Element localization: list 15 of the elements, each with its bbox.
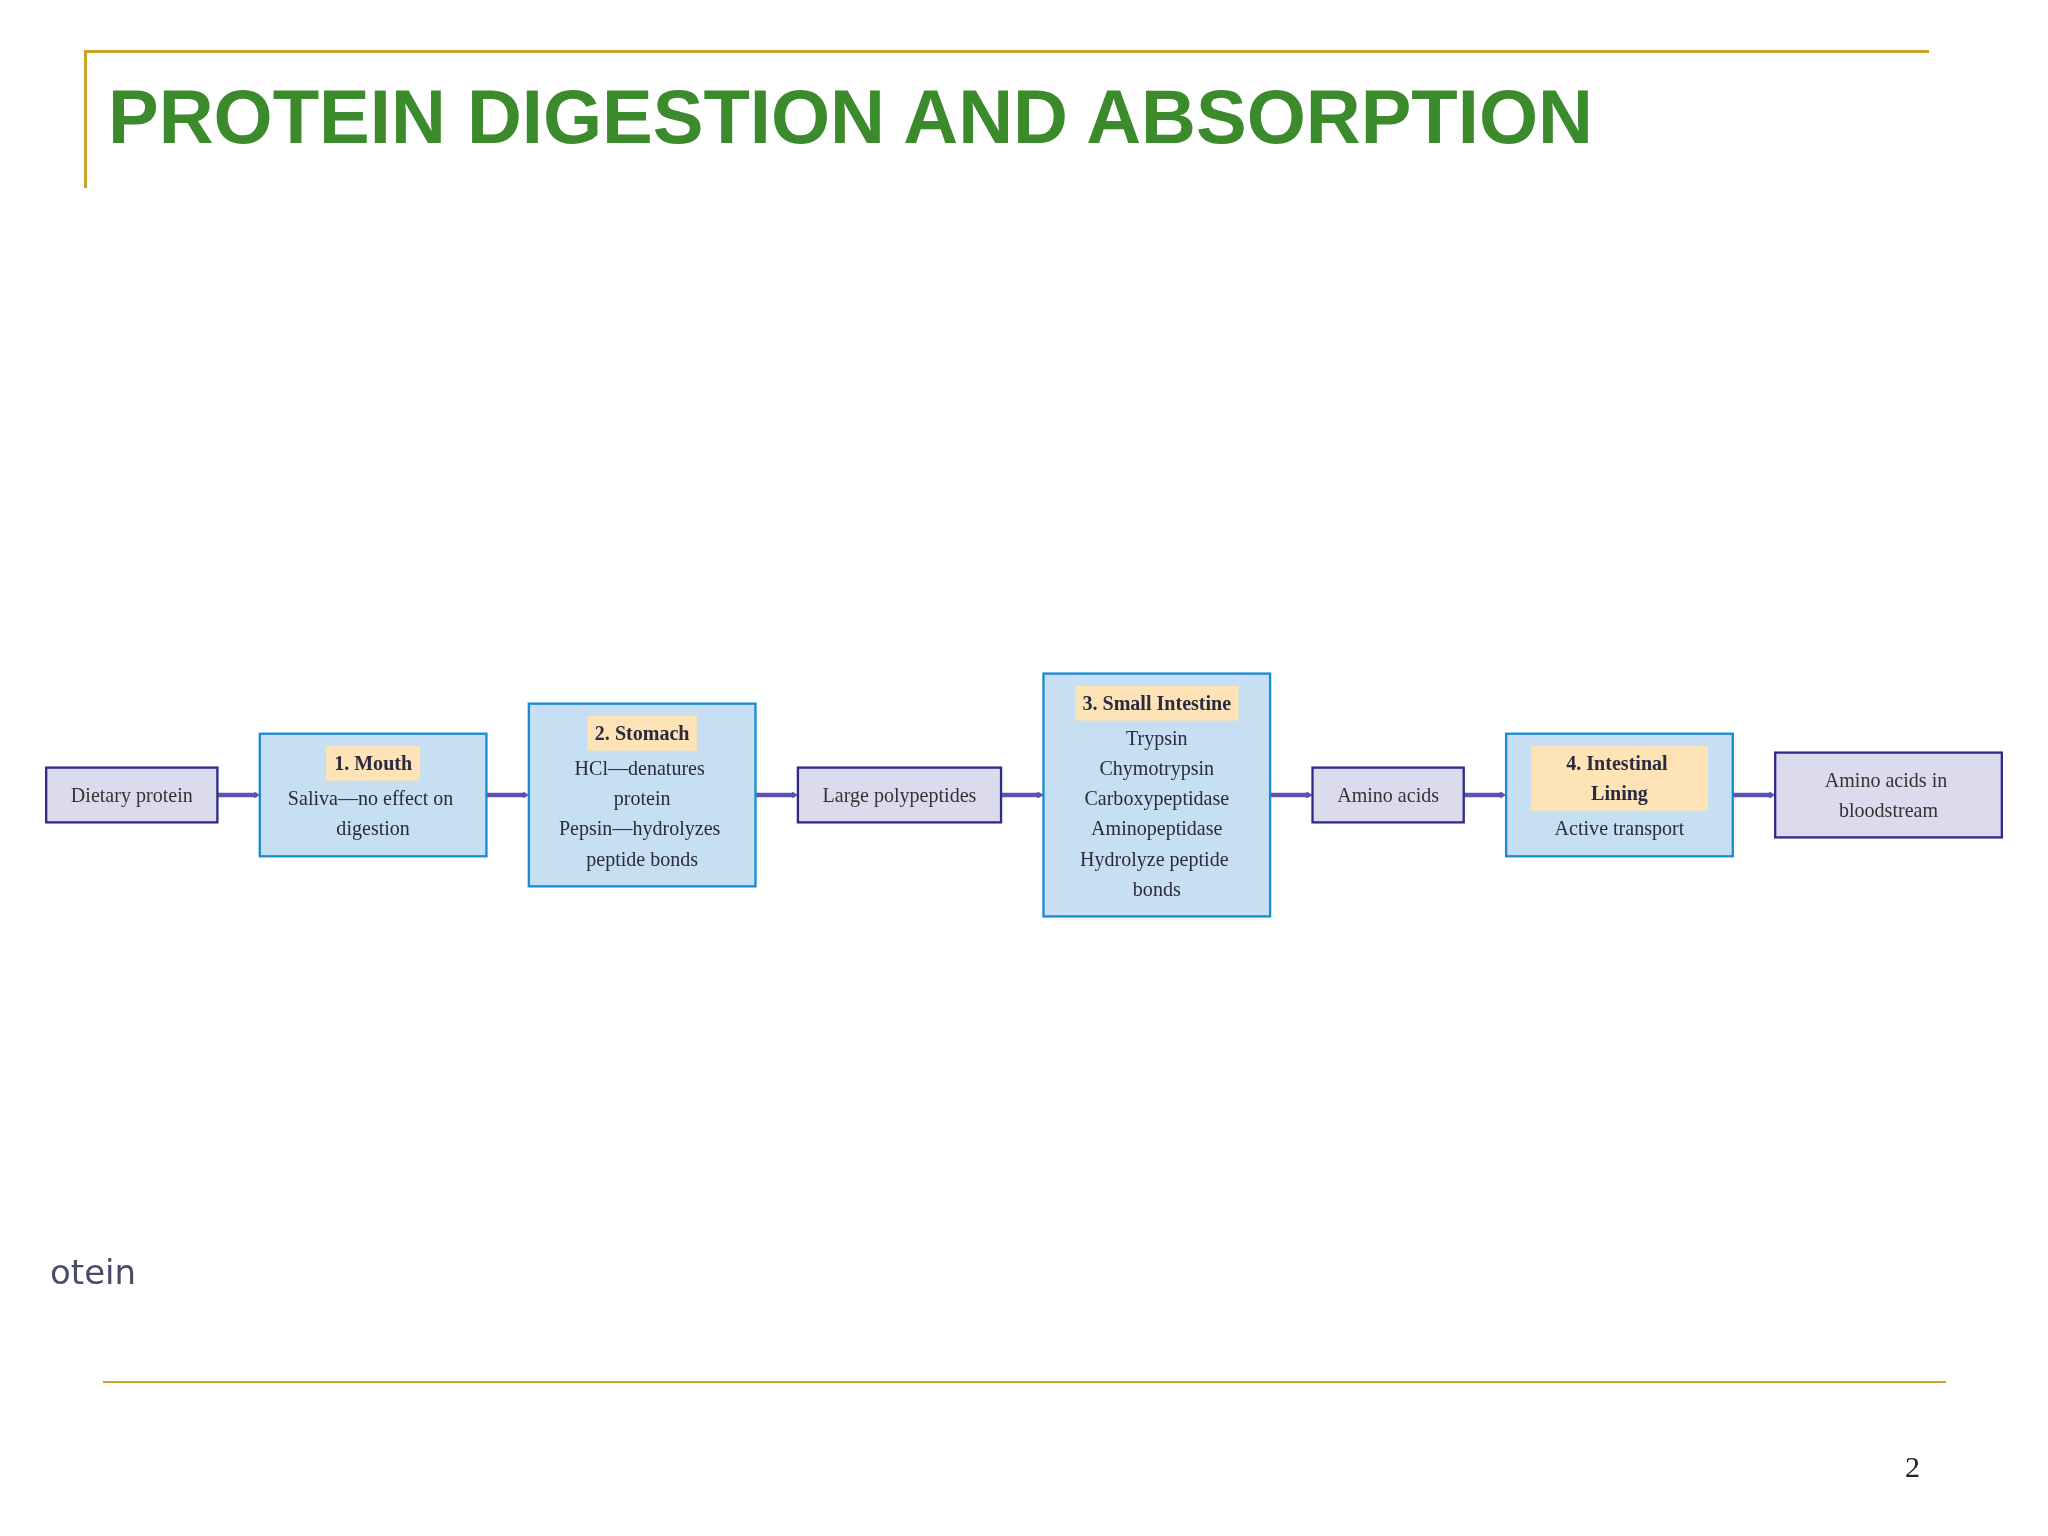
process-box: Dietary protein bbox=[45, 766, 219, 824]
stage-box: 4. Intestinal Lining Active transport bbox=[1504, 732, 1734, 858]
arrow bbox=[1732, 791, 1776, 799]
stage-box: 3. Small Intestine Trypsin Chymotrypsin Carboxypeptidase Aminopeptidase Hydrolyze peptide bonds bbox=[1042, 672, 1272, 918]
stage-box: 1. Mouth Saliva—no effect on digestion bbox=[258, 732, 488, 858]
page-number: 2 bbox=[1905, 1450, 1920, 1484]
slide-title: PROTEIN DIGESTION AND ABSORPTION bbox=[108, 73, 1593, 161]
arrow bbox=[1001, 791, 1044, 799]
process-box: Amino acids in bloodstream bbox=[1774, 751, 2003, 839]
process-box: Amino acids bbox=[1311, 766, 1465, 824]
stage-box: 2. Stomach HCl—denatures protein Pepsin—hydrolyzes peptide bonds bbox=[527, 702, 757, 888]
cropped-text: otein bbox=[50, 1252, 137, 1292]
process-box: Large polypeptides bbox=[796, 766, 1003, 824]
arrow bbox=[1270, 791, 1313, 799]
arrow bbox=[1463, 791, 1507, 799]
